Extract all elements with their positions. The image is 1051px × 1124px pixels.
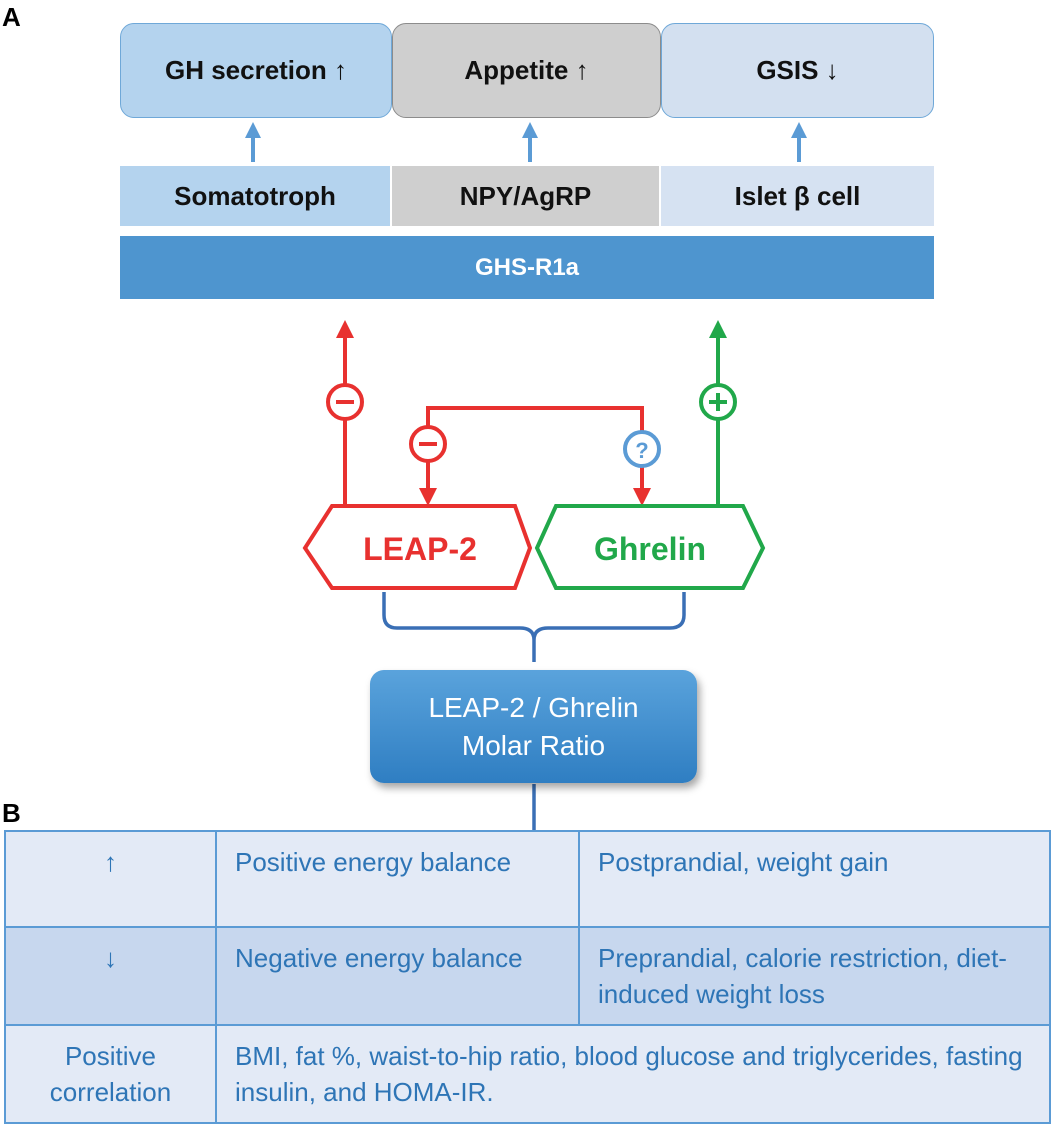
row-symbol: ↑ (4, 830, 217, 928)
row-conditions: Postprandial, weight gain (578, 830, 1051, 928)
effect-gh-secretion: GH secretion ↑ (120, 23, 392, 118)
row-symbol: Positive correlation (4, 1024, 217, 1124)
table-row: Positive correlation BMI, fat %, waist-t… (4, 1024, 1051, 1124)
activate-sign-receptor (699, 383, 737, 421)
cell-npy-agrp: NPY/AgRP (392, 166, 659, 226)
ratio-summary-table: ↑ Positive energy balance Postprandial, … (4, 830, 1051, 1124)
inhibit-sign-receptor (326, 383, 364, 421)
ghrelin-hexagon: Ghrelin (534, 504, 766, 590)
unknown-sign-text: ? (635, 438, 648, 463)
cell-islet-beta: Islet β cell (661, 166, 934, 226)
panel-label-b: B (2, 798, 21, 828)
row-correlates: BMI, fat %, waist-to-hip ratio, blood gl… (215, 1024, 1051, 1124)
up-arrow-somatotroph (245, 122, 261, 162)
ratio-bracket (382, 592, 686, 662)
row-state: Positive energy balance (215, 830, 580, 928)
row-conditions: Preprandial, calorie restriction, diet-i… (578, 926, 1051, 1026)
row-state: Negative energy balance (215, 926, 580, 1026)
receptor-ghs-r1a: GHS-R1a (120, 236, 934, 299)
effect-gsis: GSIS ↓ (661, 23, 934, 118)
up-arrow-islet (791, 122, 807, 162)
effect-appetite: Appetite ↑ (392, 23, 661, 118)
unknown-sign-loop: ? (623, 430, 661, 468)
molar-ratio-box: LEAP-2 / Ghrelin Molar Ratio (370, 670, 697, 783)
ratio-line-1: LEAP-2 / Ghrelin (428, 691, 639, 723)
ghrelin-label: Ghrelin (594, 531, 706, 567)
row-symbol: ↓ (4, 926, 217, 1026)
panel-label-a: A (2, 2, 21, 32)
leap2-label: LEAP-2 (363, 531, 477, 567)
inhibit-sign-loop (409, 425, 447, 463)
ratio-line-2: Molar Ratio (461, 729, 606, 761)
leap2-hexagon: LEAP-2 (302, 504, 533, 590)
table-row: ↓ Negative energy balance Preprandial, c… (4, 926, 1051, 1026)
up-arrow-npy-agrp (522, 122, 538, 162)
cell-somatotroph: Somatotroph (120, 166, 390, 226)
mutual-regulation-loop (419, 406, 651, 506)
table-row: ↑ Positive energy balance Postprandial, … (4, 830, 1051, 928)
